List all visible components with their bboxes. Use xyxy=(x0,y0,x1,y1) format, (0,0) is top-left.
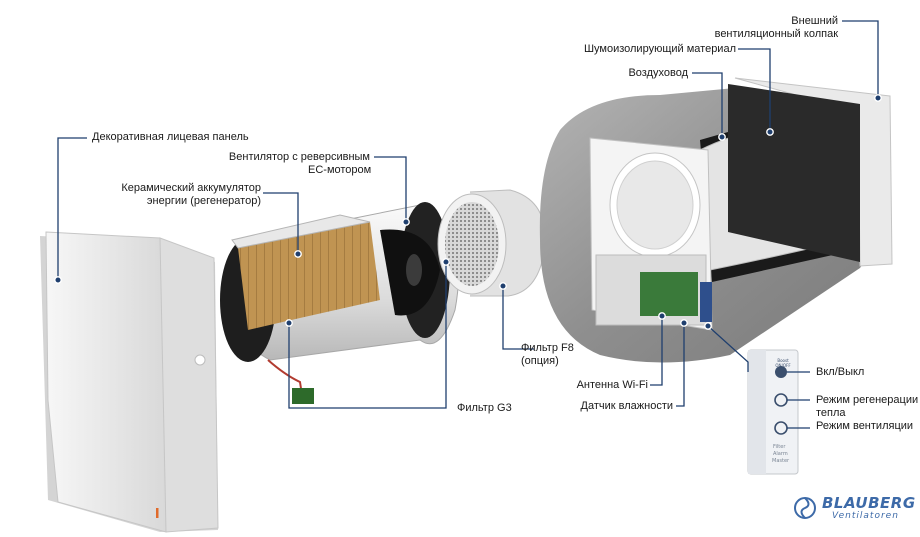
brand-sub: Ventilatoren xyxy=(832,511,899,521)
control-filter-text: Filter xyxy=(773,444,786,450)
label-fan: Вентилятор с реверсивным EC-мотором xyxy=(196,151,372,177)
label-hood: Внешний вентиляционный колпак xyxy=(690,15,838,41)
leader-lines xyxy=(57,20,879,429)
label-fan-line2: EC-мотором xyxy=(308,164,372,176)
label-humidity: Датчик влажности xyxy=(580,400,673,412)
brand-logo-mark xyxy=(794,497,816,519)
leader-dots xyxy=(54,94,882,330)
leader-ceramic xyxy=(263,192,299,254)
label-antenna: Антенна Wi-Fi xyxy=(576,379,648,391)
control-panel xyxy=(747,349,799,475)
label-filter-f8-line1: Фильтр F8 xyxy=(521,342,574,354)
label-power: Вкл/Выкл xyxy=(816,366,865,378)
label-filter-g3: Фильтр G3 xyxy=(457,402,512,414)
leader-noise xyxy=(738,48,771,132)
label-hood-line1: Внешний xyxy=(791,15,838,27)
label-ceramic: Керамический аккумулятор энергии (регене… xyxy=(110,182,261,208)
control-master-text: Master xyxy=(772,458,790,464)
label-regen-line1: Режим регенерации xyxy=(816,394,919,406)
leader-front-panel xyxy=(57,137,87,280)
label-filter-f8-line2: (опция) xyxy=(521,355,559,367)
leader-hood xyxy=(842,20,879,98)
label-hood-line2: вентиляционный колпак xyxy=(714,28,838,40)
label-ceramic-line1: Керамический аккумулятор xyxy=(121,182,261,194)
label-duct: Воздуховод xyxy=(628,67,688,79)
label-noise: Шумоизолирующий материал xyxy=(583,43,736,55)
label-ceramic-line2: энергии (регенератор) xyxy=(146,195,261,207)
label-regen: Режим регенерации тепла xyxy=(816,394,918,420)
leader-duct xyxy=(692,72,723,137)
leader-antenna xyxy=(650,316,663,386)
brand-name: BLAUBERG xyxy=(822,494,916,512)
wall-assembly xyxy=(539,77,893,363)
label-front-panel: Декоративная лицевая панель xyxy=(92,131,249,143)
leader-humidity xyxy=(676,323,685,407)
leader-filter-f8 xyxy=(502,286,534,350)
label-regen-line2: тепла xyxy=(816,407,846,419)
leader-filter-g3 xyxy=(288,262,447,409)
leader-fan xyxy=(374,156,407,222)
control-boost-text: Boost ON/OFF xyxy=(775,358,791,368)
label-fan-line1: Вентилятор с реверсивным xyxy=(228,151,370,163)
control-alarm-text: Alarm xyxy=(773,451,788,457)
regenerator-cylinder xyxy=(220,202,459,404)
front-panel xyxy=(40,231,219,533)
label-filter-f8: Фильтр F8 (опция) xyxy=(521,342,574,368)
filter-f8 xyxy=(437,189,546,297)
label-vent-mode: Режим вентиляции xyxy=(816,420,914,432)
leader-control xyxy=(707,325,749,372)
